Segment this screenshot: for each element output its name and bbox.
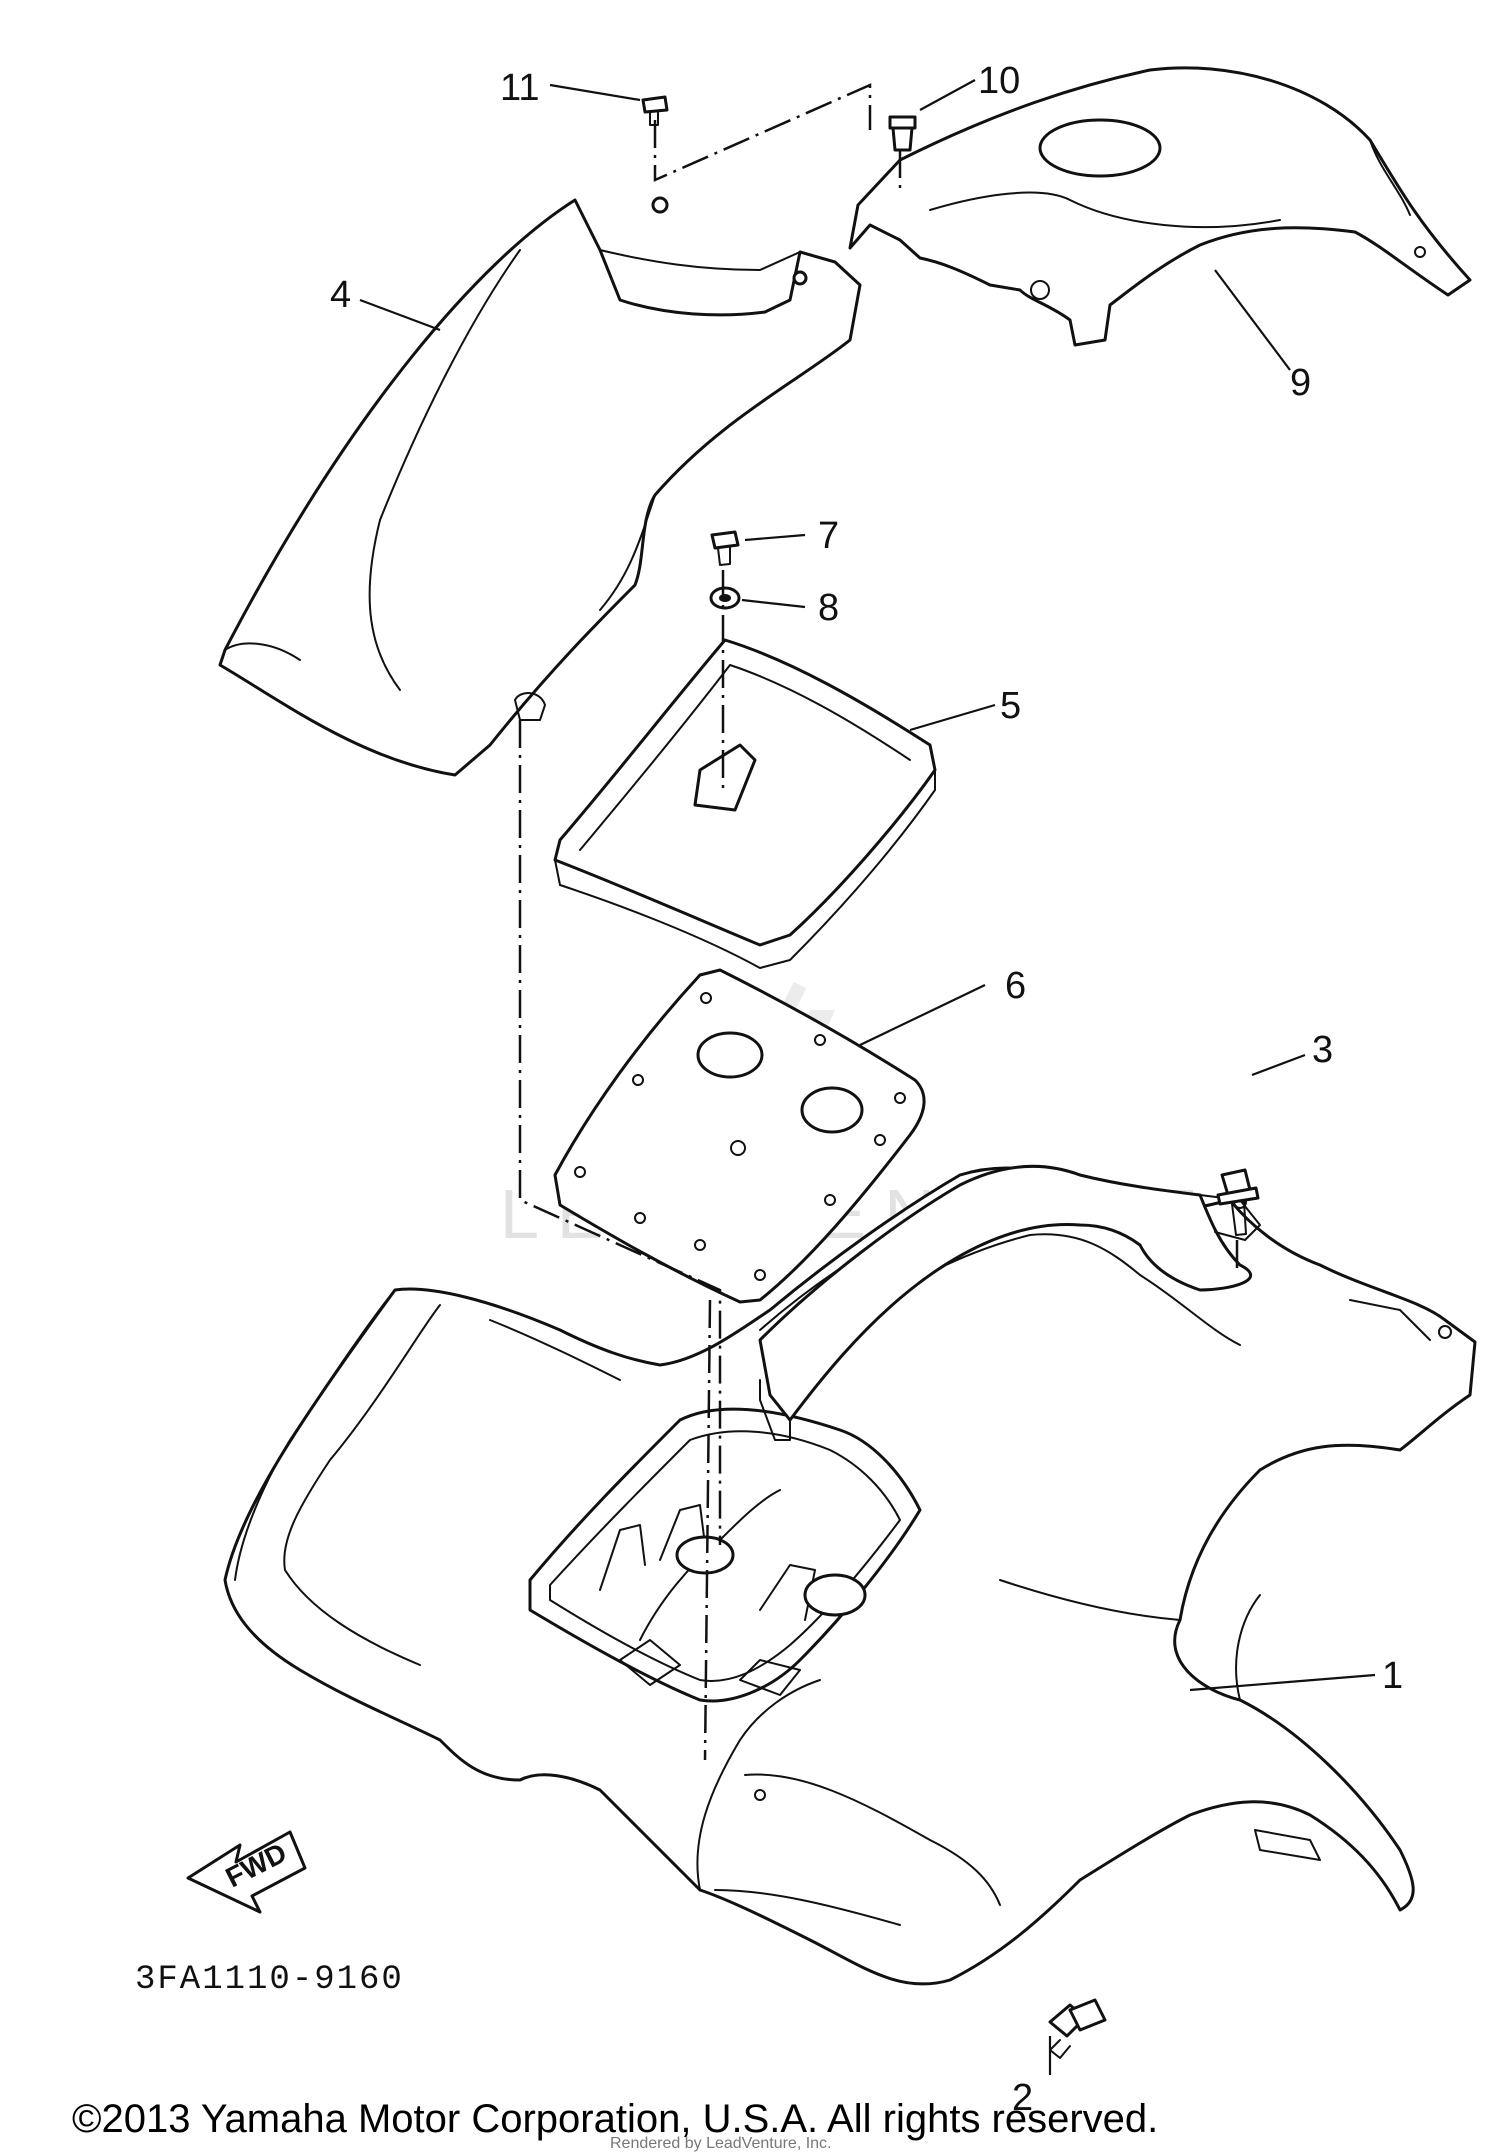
tail-light-recess [528, 1407, 922, 1703]
part-10-rivet [888, 115, 917, 152]
callout-9: 9 [1290, 362, 1311, 404]
leader-lines [359, 79, 1376, 2075]
part-5-housing [553, 638, 937, 969]
callout-1: 1 [1382, 1655, 1403, 1697]
callout-3: 3 [1312, 1029, 1333, 1071]
callout-11: 11 [500, 67, 539, 109]
callout-2: 2 [1012, 2077, 1033, 2119]
copyright-notice: ©2013 Yamaha Motor Corporation, U.S.A. A… [72, 2097, 1158, 2141]
part-4-fender [218, 196, 862, 777]
part-6-plate [553, 968, 926, 1304]
part-3-bolt [1216, 1168, 1260, 1236]
part-9-cover [848, 66, 1472, 347]
part-2-bolt [1048, 1998, 1107, 2059]
callout-7: 7 [818, 515, 839, 557]
callout-5: 5 [1000, 685, 1021, 727]
diagram-code: 3FA1110-9160 [135, 1961, 404, 1999]
fwd-arrow-icon: FWD [186, 1830, 307, 1914]
assembly-lines [518, 83, 1239, 1761]
callout-6: 6 [1005, 965, 1026, 1007]
part-8-washer [709, 586, 741, 610]
callout-8: 8 [818, 587, 839, 629]
rendered-by-text: Rendered by LeadVenture, Inc. [610, 2135, 832, 2152]
callout-10: 10 [978, 60, 1020, 102]
callout-4: 4 [330, 274, 351, 316]
part-7-screw [710, 530, 740, 566]
